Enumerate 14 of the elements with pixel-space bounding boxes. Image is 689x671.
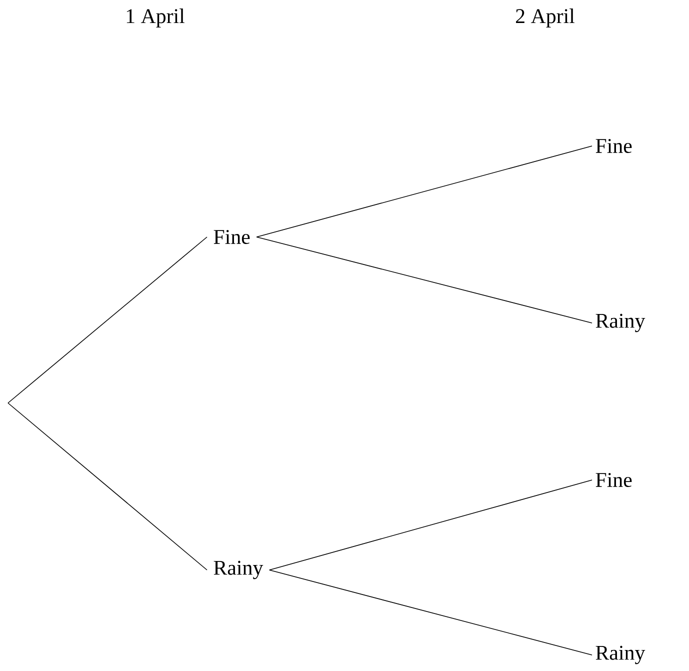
outcome-label: Fine: [596, 472, 632, 488]
branch-line: [256, 236, 592, 324]
branch-line: [256, 146, 592, 238]
outcome-label: Fine: [214, 230, 250, 244]
outcome-label: Rainy: [214, 560, 264, 580]
outcome-label: Rainy: [596, 314, 646, 332]
outcome-label: Fine: [596, 138, 632, 154]
branch-line: [268, 570, 592, 656]
branch-line: [8, 236, 208, 404]
branch-line: [8, 402, 208, 570]
outcome-label: Rainy: [596, 646, 646, 664]
branch-line: [268, 480, 592, 570]
column-heading: 2 April: [516, 8, 574, 28]
column-heading: 1 April: [126, 8, 184, 28]
